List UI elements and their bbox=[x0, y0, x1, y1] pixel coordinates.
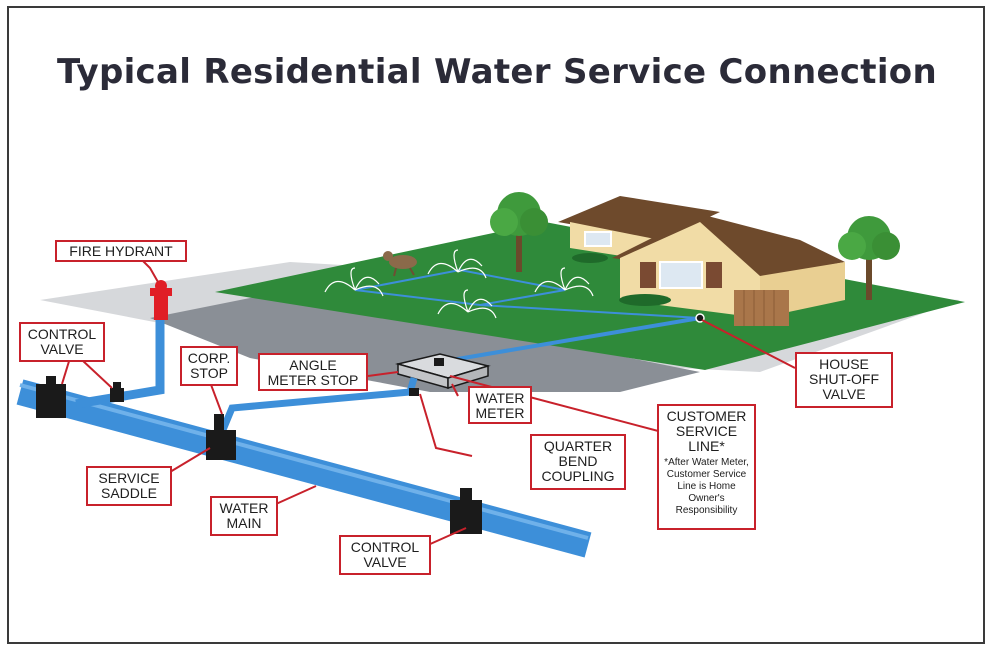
quarter-bend-coupling-icon bbox=[409, 388, 419, 396]
control-valve-bottom-label: CONTROL VALVE bbox=[339, 535, 431, 575]
meter-box-icon bbox=[395, 353, 491, 390]
water-main-highlight bbox=[19, 383, 589, 540]
angle-meter-stop-label: ANGLE METER STOP bbox=[258, 353, 368, 391]
service-saddle-label: SERVICE SADDLE bbox=[86, 466, 172, 506]
service-saddle-icon bbox=[206, 414, 236, 460]
tree-icon bbox=[490, 192, 548, 272]
hydrant-branch-pipe bbox=[75, 310, 165, 409]
corp-stop-label: CORP. STOP bbox=[180, 346, 238, 386]
service-line-pipe bbox=[216, 377, 418, 439]
customer-service-line-pipe bbox=[439, 316, 701, 364]
control-valve-icon bbox=[110, 382, 124, 402]
customer-service-line-title: CUSTOMER SERVICE LINE* bbox=[666, 408, 747, 454]
diagram-title: Typical Residential Water Service Connec… bbox=[57, 52, 937, 92]
fire-hydrant-label: FIRE HYDRANT bbox=[55, 240, 187, 262]
dog-icon bbox=[383, 251, 417, 277]
customer-service-line-note: *After Water Meter, Customer Service Lin… bbox=[664, 457, 749, 516]
control-valve-icon bbox=[450, 488, 482, 534]
house-icon bbox=[558, 196, 845, 326]
callout-lines bbox=[61, 257, 796, 546]
fire-hydrant-icon bbox=[150, 280, 172, 320]
water-meter-label: WATER METER bbox=[468, 386, 532, 424]
water-main-pipe bbox=[16, 379, 592, 558]
water-main-label: WATER MAIN bbox=[210, 496, 278, 536]
control-valve-icon bbox=[36, 376, 66, 418]
control-valve-label: CONTROL VALVE bbox=[19, 322, 105, 362]
sprinkler-sprays bbox=[324, 249, 594, 319]
house-shutoff-valve-label: HOUSE SHUT-OFF VALVE bbox=[795, 352, 893, 408]
street bbox=[150, 290, 700, 392]
customer-service-line-label: CUSTOMER SERVICE LINE* *After Water Mete… bbox=[657, 404, 756, 530]
tree-icon bbox=[838, 216, 900, 300]
quarter-bend-coupling-label: QUARTER BEND COUPLING bbox=[530, 434, 626, 490]
